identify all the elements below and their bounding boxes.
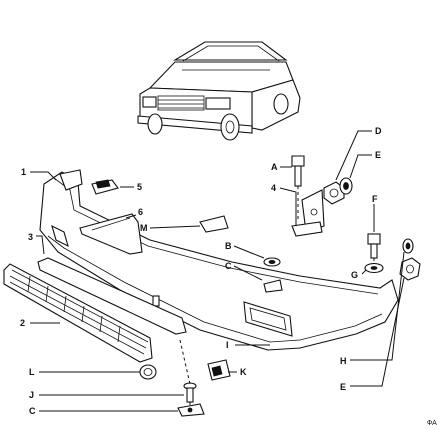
label-a: A: [271, 162, 278, 172]
clip-5: [91, 179, 119, 195]
label-j: J: [29, 390, 34, 400]
label-c-lower: C: [29, 406, 36, 416]
nut-d: [323, 181, 345, 205]
bracket-4: [291, 189, 325, 237]
washer-h: [402, 238, 414, 254]
label-g: G: [351, 270, 358, 280]
callout-labels: 1 3 2 5 6 M A 4 B C D E F G I H E L K J …: [20, 126, 382, 416]
clip-c-lower: [177, 403, 205, 417]
screw-j: [183, 382, 197, 403]
label-5: 5: [137, 182, 142, 192]
spoiler-strip: [37, 257, 187, 335]
label-m: M: [140, 223, 148, 233]
label-2: 2: [20, 318, 25, 328]
washer-e-upper: [339, 177, 353, 195]
lower-grille: [3, 263, 153, 363]
bumper-cover: [39, 169, 399, 351]
washer-g: [364, 262, 384, 274]
corner-mark: ФА: [427, 420, 437, 427]
car-grille: [157, 95, 205, 111]
emblem-l: [139, 364, 157, 380]
bolt-f: [367, 233, 381, 259]
clip-k: [207, 359, 231, 381]
car-illustration: [137, 41, 301, 141]
washer-b: [263, 257, 281, 267]
clip-m: [199, 215, 229, 233]
leader-lines: [30, 130, 405, 412]
label-l: L: [29, 367, 35, 377]
clip-c-upper: [263, 279, 283, 293]
label-1: 1: [21, 167, 26, 177]
bolt-a: [291, 155, 305, 187]
label-c-upper: C: [225, 261, 232, 271]
label-6: 6: [138, 207, 143, 217]
reinforcement-bar: [79, 213, 143, 255]
label-d: D: [375, 126, 382, 136]
label-h: H: [340, 356, 347, 366]
label-b: B: [225, 241, 232, 251]
label-k: K: [240, 367, 247, 377]
label-e-lower: E: [340, 382, 346, 392]
nut-e-lower: [399, 257, 421, 281]
label-e-upper: E: [375, 150, 381, 160]
label-i: I: [226, 340, 229, 350]
label-4: 4: [271, 183, 276, 193]
label-f: F: [372, 194, 378, 204]
label-3: 3: [28, 232, 33, 242]
